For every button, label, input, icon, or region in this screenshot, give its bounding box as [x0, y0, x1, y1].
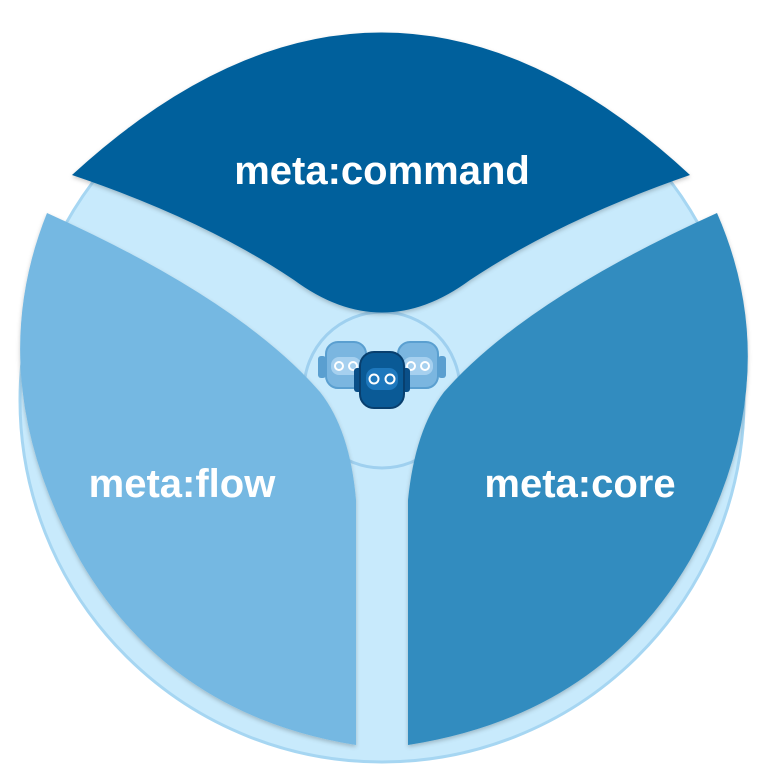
robot-front-icon — [354, 351, 410, 409]
label-meta-core: meta:core — [484, 462, 675, 506]
segment-meta-command[interactable] — [72, 32, 690, 313]
robot-group-icon — [318, 341, 446, 409]
label-meta-flow: meta:flow — [89, 462, 277, 506]
label-meta-command: meta:command — [234, 149, 530, 193]
segment-meta-flow[interactable] — [20, 213, 357, 745]
segment-meta-core[interactable] — [408, 213, 748, 745]
